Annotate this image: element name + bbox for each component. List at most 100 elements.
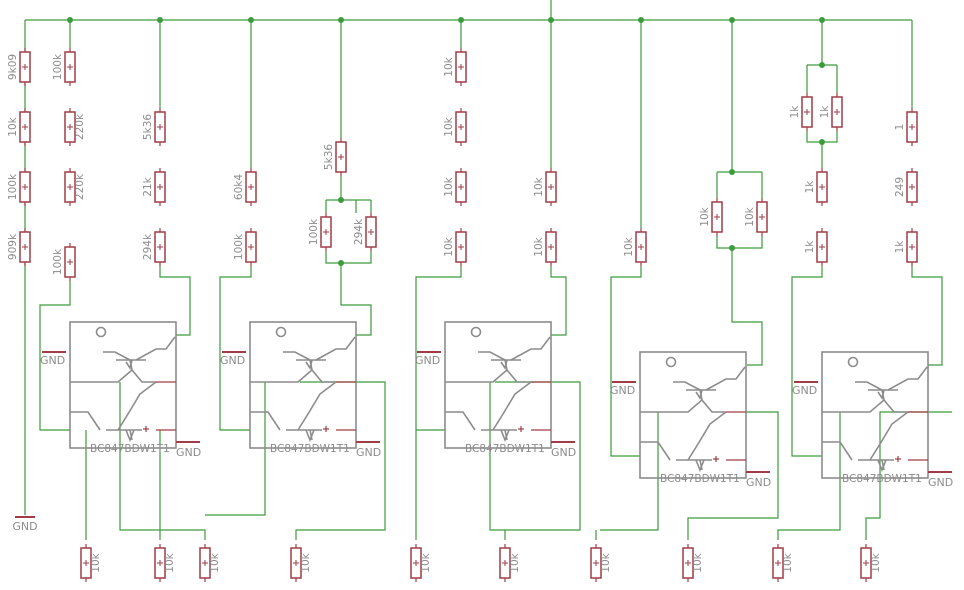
resistor <box>320 213 332 251</box>
resistor <box>711 198 723 236</box>
transistor-arrow <box>500 429 510 443</box>
transistor-arrow <box>500 359 508 370</box>
resistor-value-label: 10k <box>443 56 455 76</box>
wire <box>777 412 841 540</box>
resistor <box>906 108 918 146</box>
resistor <box>19 108 31 146</box>
resistor-value-label: 909k <box>7 233 19 260</box>
resistor-value-label: 10k <box>600 552 612 572</box>
transistor-lead <box>510 336 551 361</box>
resistor-value-label: 21k <box>142 176 154 196</box>
wire <box>295 381 386 540</box>
resistor <box>154 108 166 146</box>
resistor-value-label: 10k <box>533 176 545 196</box>
resistor <box>245 168 257 206</box>
ground-label: GND <box>220 354 245 367</box>
transistor-lead <box>640 389 703 413</box>
ground-label: GND <box>551 446 576 459</box>
wire <box>205 382 266 516</box>
transistor-lead <box>699 459 703 471</box>
resistor-value-label: 10k <box>870 552 882 572</box>
wire <box>610 266 642 457</box>
resistor <box>365 213 377 251</box>
ground-label: GND <box>176 446 201 459</box>
resistor-value-label: 5k36 <box>323 144 335 170</box>
wire <box>716 236 763 249</box>
resistor <box>455 168 467 206</box>
resistor-value-label: 10k <box>164 552 176 572</box>
resistor-value-label: 100k <box>7 173 19 200</box>
transistor-lead <box>869 411 909 461</box>
transistor-lead <box>309 429 313 441</box>
resistor <box>19 228 31 266</box>
wire <box>415 266 462 431</box>
wire <box>687 411 779 540</box>
resistor-value-label: 100k <box>52 53 64 80</box>
resistor-value-label: 10k <box>533 236 545 256</box>
resistor <box>80 544 92 582</box>
transistor-arrow <box>125 359 133 370</box>
transistor-part-label: BC847BDW1T1 <box>90 443 170 455</box>
resistor <box>772 544 784 582</box>
resistor-value-label: 60k4 <box>233 174 245 200</box>
pin1-marker <box>665 356 677 368</box>
transistor-lead <box>70 411 101 431</box>
resistor <box>19 168 31 206</box>
transistor-lead <box>687 411 727 461</box>
resistor-value-label: 10k <box>699 206 711 226</box>
transistor-arrow <box>877 459 887 473</box>
transistor-lead <box>701 399 726 413</box>
resistor-value-label: 10k <box>420 552 432 572</box>
ground-label: GND <box>928 476 953 489</box>
resistor-value-label: 10k <box>692 552 704 572</box>
resistor <box>545 228 557 266</box>
ground-label: GND <box>792 384 817 397</box>
resistor <box>19 48 31 86</box>
transistor-package <box>612 351 770 479</box>
transistor-arrow <box>125 429 135 443</box>
pin1-marker <box>275 326 287 338</box>
transistor-part-label: BC847BDW1T1 <box>270 443 350 455</box>
transistor-arrow <box>305 359 313 370</box>
resistor-value-label: 10k <box>90 552 102 572</box>
resistor-value-label: 1k <box>804 240 816 254</box>
resistor <box>816 228 828 266</box>
resistor <box>154 168 166 206</box>
resistor-value-label: 10k <box>744 206 756 226</box>
ground-label: GND <box>610 384 635 397</box>
resistor-value-label: 294k <box>353 218 365 245</box>
transistor-lead <box>131 369 156 383</box>
wire <box>911 266 943 366</box>
resistor-value-label: 220k <box>74 113 86 140</box>
wire <box>731 248 763 366</box>
resistor-value-label: 10k <box>782 552 794 572</box>
transistor-lead <box>640 441 671 461</box>
resistor-value-label: 100k <box>308 218 320 245</box>
transistor-lead <box>822 389 885 413</box>
resistor <box>199 544 211 582</box>
transistor-lead <box>103 351 131 361</box>
resistor <box>816 168 828 206</box>
transistor-lead <box>673 381 701 391</box>
transistor-lead <box>504 429 508 441</box>
ground-label: GND <box>40 354 65 367</box>
resistor-value-label: 294k <box>142 233 154 260</box>
transistor-lead <box>445 359 508 383</box>
pin1-marker <box>847 356 859 368</box>
transistor-arrow <box>695 459 705 473</box>
resistor <box>410 544 422 582</box>
transistor-lead <box>705 366 746 391</box>
transistor-package <box>794 351 952 479</box>
resistor-value-label: 1 <box>894 124 906 131</box>
resistor <box>290 544 302 582</box>
transistor-lead <box>478 351 506 361</box>
pin1-marker <box>95 326 107 338</box>
transistor-lead <box>822 441 853 461</box>
resistor-value-label: 1k <box>819 105 831 119</box>
resistor <box>906 168 918 206</box>
resistor-value-label: 249 <box>894 177 906 197</box>
resistor <box>455 48 467 86</box>
transistor-lead <box>445 411 476 431</box>
resistor <box>245 228 257 266</box>
transistor-lead <box>506 369 531 383</box>
